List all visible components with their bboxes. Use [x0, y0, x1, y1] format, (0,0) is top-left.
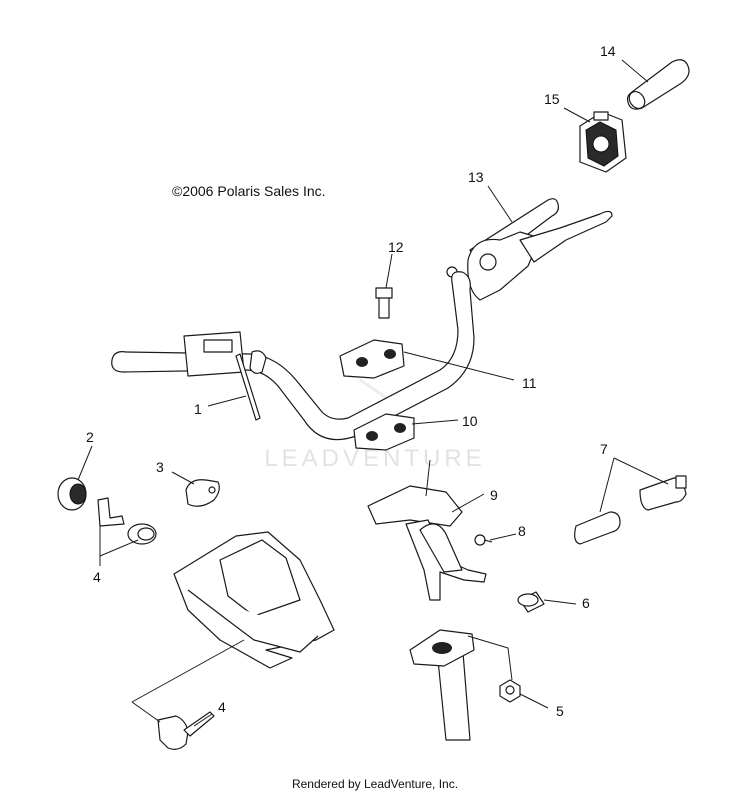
callout-4-upper: 4 [93, 569, 101, 585]
part-4-clip-and-grommet[interactable] [97, 497, 157, 545]
leader-lines [77, 59, 669, 727]
part-12-bolt[interactable] [375, 287, 393, 319]
callout-1: 1 [194, 401, 202, 417]
part-10-lower-clamp[interactable] [353, 413, 415, 451]
part-3-plug[interactable] [185, 479, 220, 507]
callout-2: 2 [86, 429, 94, 445]
part-2-cap[interactable] [57, 477, 87, 511]
callout-14: 14 [600, 43, 616, 59]
callout-9: 9 [490, 487, 498, 503]
part-15-throttle-housing[interactable] [579, 111, 627, 173]
part-14-grip[interactable] [626, 59, 690, 112]
callout-13: 13 [468, 169, 484, 185]
callout-8: 8 [518, 523, 526, 539]
part-7-switch-assembly[interactable] [574, 475, 687, 545]
callout-12: 12 [388, 239, 404, 255]
callout-7: 7 [600, 441, 608, 457]
part-11-upper-clamp[interactable] [339, 339, 405, 379]
callout-10: 10 [462, 413, 478, 429]
callout-6: 6 [582, 595, 590, 611]
part-1-handlebar[interactable] [111, 271, 475, 441]
callout-5: 5 [556, 703, 564, 719]
callout-3: 3 [156, 459, 164, 475]
steering-column [409, 629, 475, 741]
part-8-screw[interactable] [474, 534, 493, 546]
part-9-bracket[interactable] [367, 485, 487, 601]
copyright-text: ©2006 Polaris Sales Inc. [172, 183, 326, 199]
part-5-nut[interactable] [499, 679, 521, 703]
part-4-lower-switch[interactable] [157, 711, 215, 750]
callout-4-lower: 4 [218, 699, 226, 715]
footer-text: Rendered by LeadVenture, Inc. [292, 777, 458, 791]
callout-15: 15 [544, 91, 560, 107]
headlight-pod-housing[interactable] [173, 531, 335, 669]
callouts: 14 15 13 12 11 10 1 2 3 4 9 8 7 6 5 4 [86, 43, 616, 719]
part-13-brake-lever-assembly[interactable] [446, 198, 613, 301]
callout-11: 11 [522, 375, 537, 391]
part-6-bushing[interactable] [517, 591, 545, 613]
